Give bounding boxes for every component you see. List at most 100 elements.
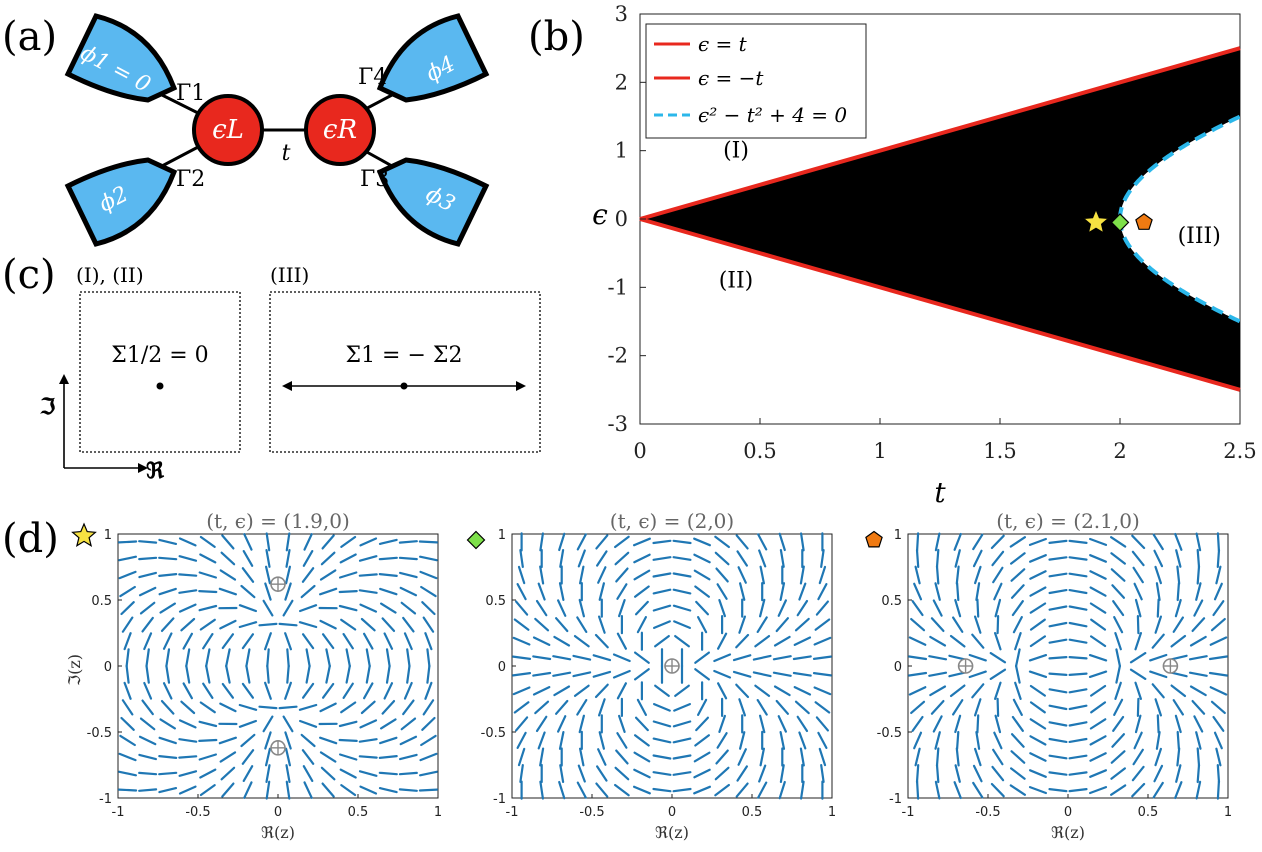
quiver-arrow [198,571,217,579]
quiver-xlabel: ℜ(z) [1051,823,1085,842]
quiver-arrow [180,617,196,632]
b-ytick-label: 1 [615,139,628,163]
quiver-arrow [654,634,670,648]
quiver-arrow [1175,549,1182,568]
quiver-arrow [576,616,588,634]
quiver-arrow [654,684,670,698]
quiver-arrow [319,702,337,713]
quiver-arrow [539,565,545,585]
quiver-arrow [758,598,766,618]
quiver-arrow [359,603,378,613]
quiver-arrow [240,584,256,599]
quiver-arrow [756,698,768,716]
quiver-arrow [1048,688,1068,694]
quiver-arrow [914,565,921,585]
quiver-arrow [1009,767,1026,780]
quiver-arrow [220,551,236,566]
quiver-arrow [714,535,731,549]
quiver-arrow [779,548,785,568]
quiver-arrow [597,566,607,584]
quiver-arrow [322,682,335,699]
quiver-arrow [182,682,193,700]
quiver-arrow [993,731,1003,750]
quiver-arrow [735,683,750,699]
quiver-arrow [264,582,272,601]
quiver-arrow [1195,582,1202,601]
quiver-arrow [358,573,378,577]
d-xtick-label: 0.5 [742,805,763,820]
quiver-arrow [632,785,651,795]
d-xtick-label: 0.5 [1138,805,1159,820]
quiver-arrow [419,570,438,580]
quiver-arrow [955,581,960,602]
legend-label-1: ϵ = −t [698,66,764,90]
quiver-arrow [930,617,945,633]
quiver-arrow [1029,570,1047,580]
quiver-arrow [928,671,948,677]
quiver-arrow [756,616,768,634]
quiver-arrow [118,770,137,777]
quiver-arrow [398,771,418,776]
quiver-arrow [143,681,153,700]
quiver-arrow [991,550,1005,567]
quiver-arrow [1048,588,1068,595]
quiver-arrow [1014,648,1021,668]
quiver-arrow [418,540,438,544]
quiver-arrow [991,765,1005,782]
quiver-arrow [1215,565,1222,585]
quiver-arrow [1152,533,1164,551]
quiver-arrow [1011,715,1024,732]
quiver-arrow [378,556,398,561]
quiver-arrow [934,532,941,552]
quiver-marker-star [71,522,97,547]
quiver-arrow [202,632,214,650]
quiver-arrow [915,763,920,784]
quiver-arrow [1131,534,1146,550]
quiver-arrow [358,770,378,777]
quiver-arrow [178,603,197,613]
quiver-arrow [993,631,1002,651]
legend: ϵ = t ϵ = −t ϵ² − t² + 4 = 0 [645,23,867,139]
quiver-arrow [1048,771,1068,776]
quiver-arrow [1029,701,1046,714]
quiver-arrow [613,535,630,549]
quiver-arrow [1191,699,1206,715]
quiver-arrow [219,702,237,713]
quiver-arrow [138,540,158,544]
quiver-arrow [512,655,532,661]
quiver-arrow [793,636,812,647]
quiver-arrow [422,699,435,716]
d-xtick-label: -1 [506,805,519,820]
quiver-arrow [794,700,810,715]
quiver-arrow [265,780,271,800]
quiver-arrows [512,532,832,800]
quiver-arrow [1048,787,1068,793]
quiver-arrow [558,532,566,552]
curve-lower-branch [1118,219,1240,324]
quiver-arrow [340,701,357,714]
quiver-arrow [516,731,527,750]
box2-text: Σ1 = − Σ2 [346,343,463,368]
legend-label-0: ϵ = t [698,32,748,56]
quiver-arrow [1149,670,1168,679]
quiver-arrow [285,548,291,568]
b-ytick-label: -1 [608,275,628,299]
quiver-arrow [772,671,792,677]
quiver-arrow [672,604,692,612]
quiver-arrow [971,633,985,649]
lead-2 [64,157,178,247]
quiver-arrow [406,648,411,668]
quiver-arrow [633,751,651,763]
quiver-arrow [534,617,550,632]
quiver-arrow [713,653,732,663]
axis-im-label: ℑ [39,394,55,420]
quiver-arrow [1115,664,1122,684]
quiver-arrow [716,682,728,700]
quiver-arrow [339,553,357,564]
quiver-arrow [305,664,311,684]
quiver-arrow [302,765,314,783]
quiver-arrow [1113,615,1124,634]
b-marker-pentagon [1135,213,1153,230]
quiver-arrow [1089,586,1107,597]
quiver-arrow [973,698,982,717]
